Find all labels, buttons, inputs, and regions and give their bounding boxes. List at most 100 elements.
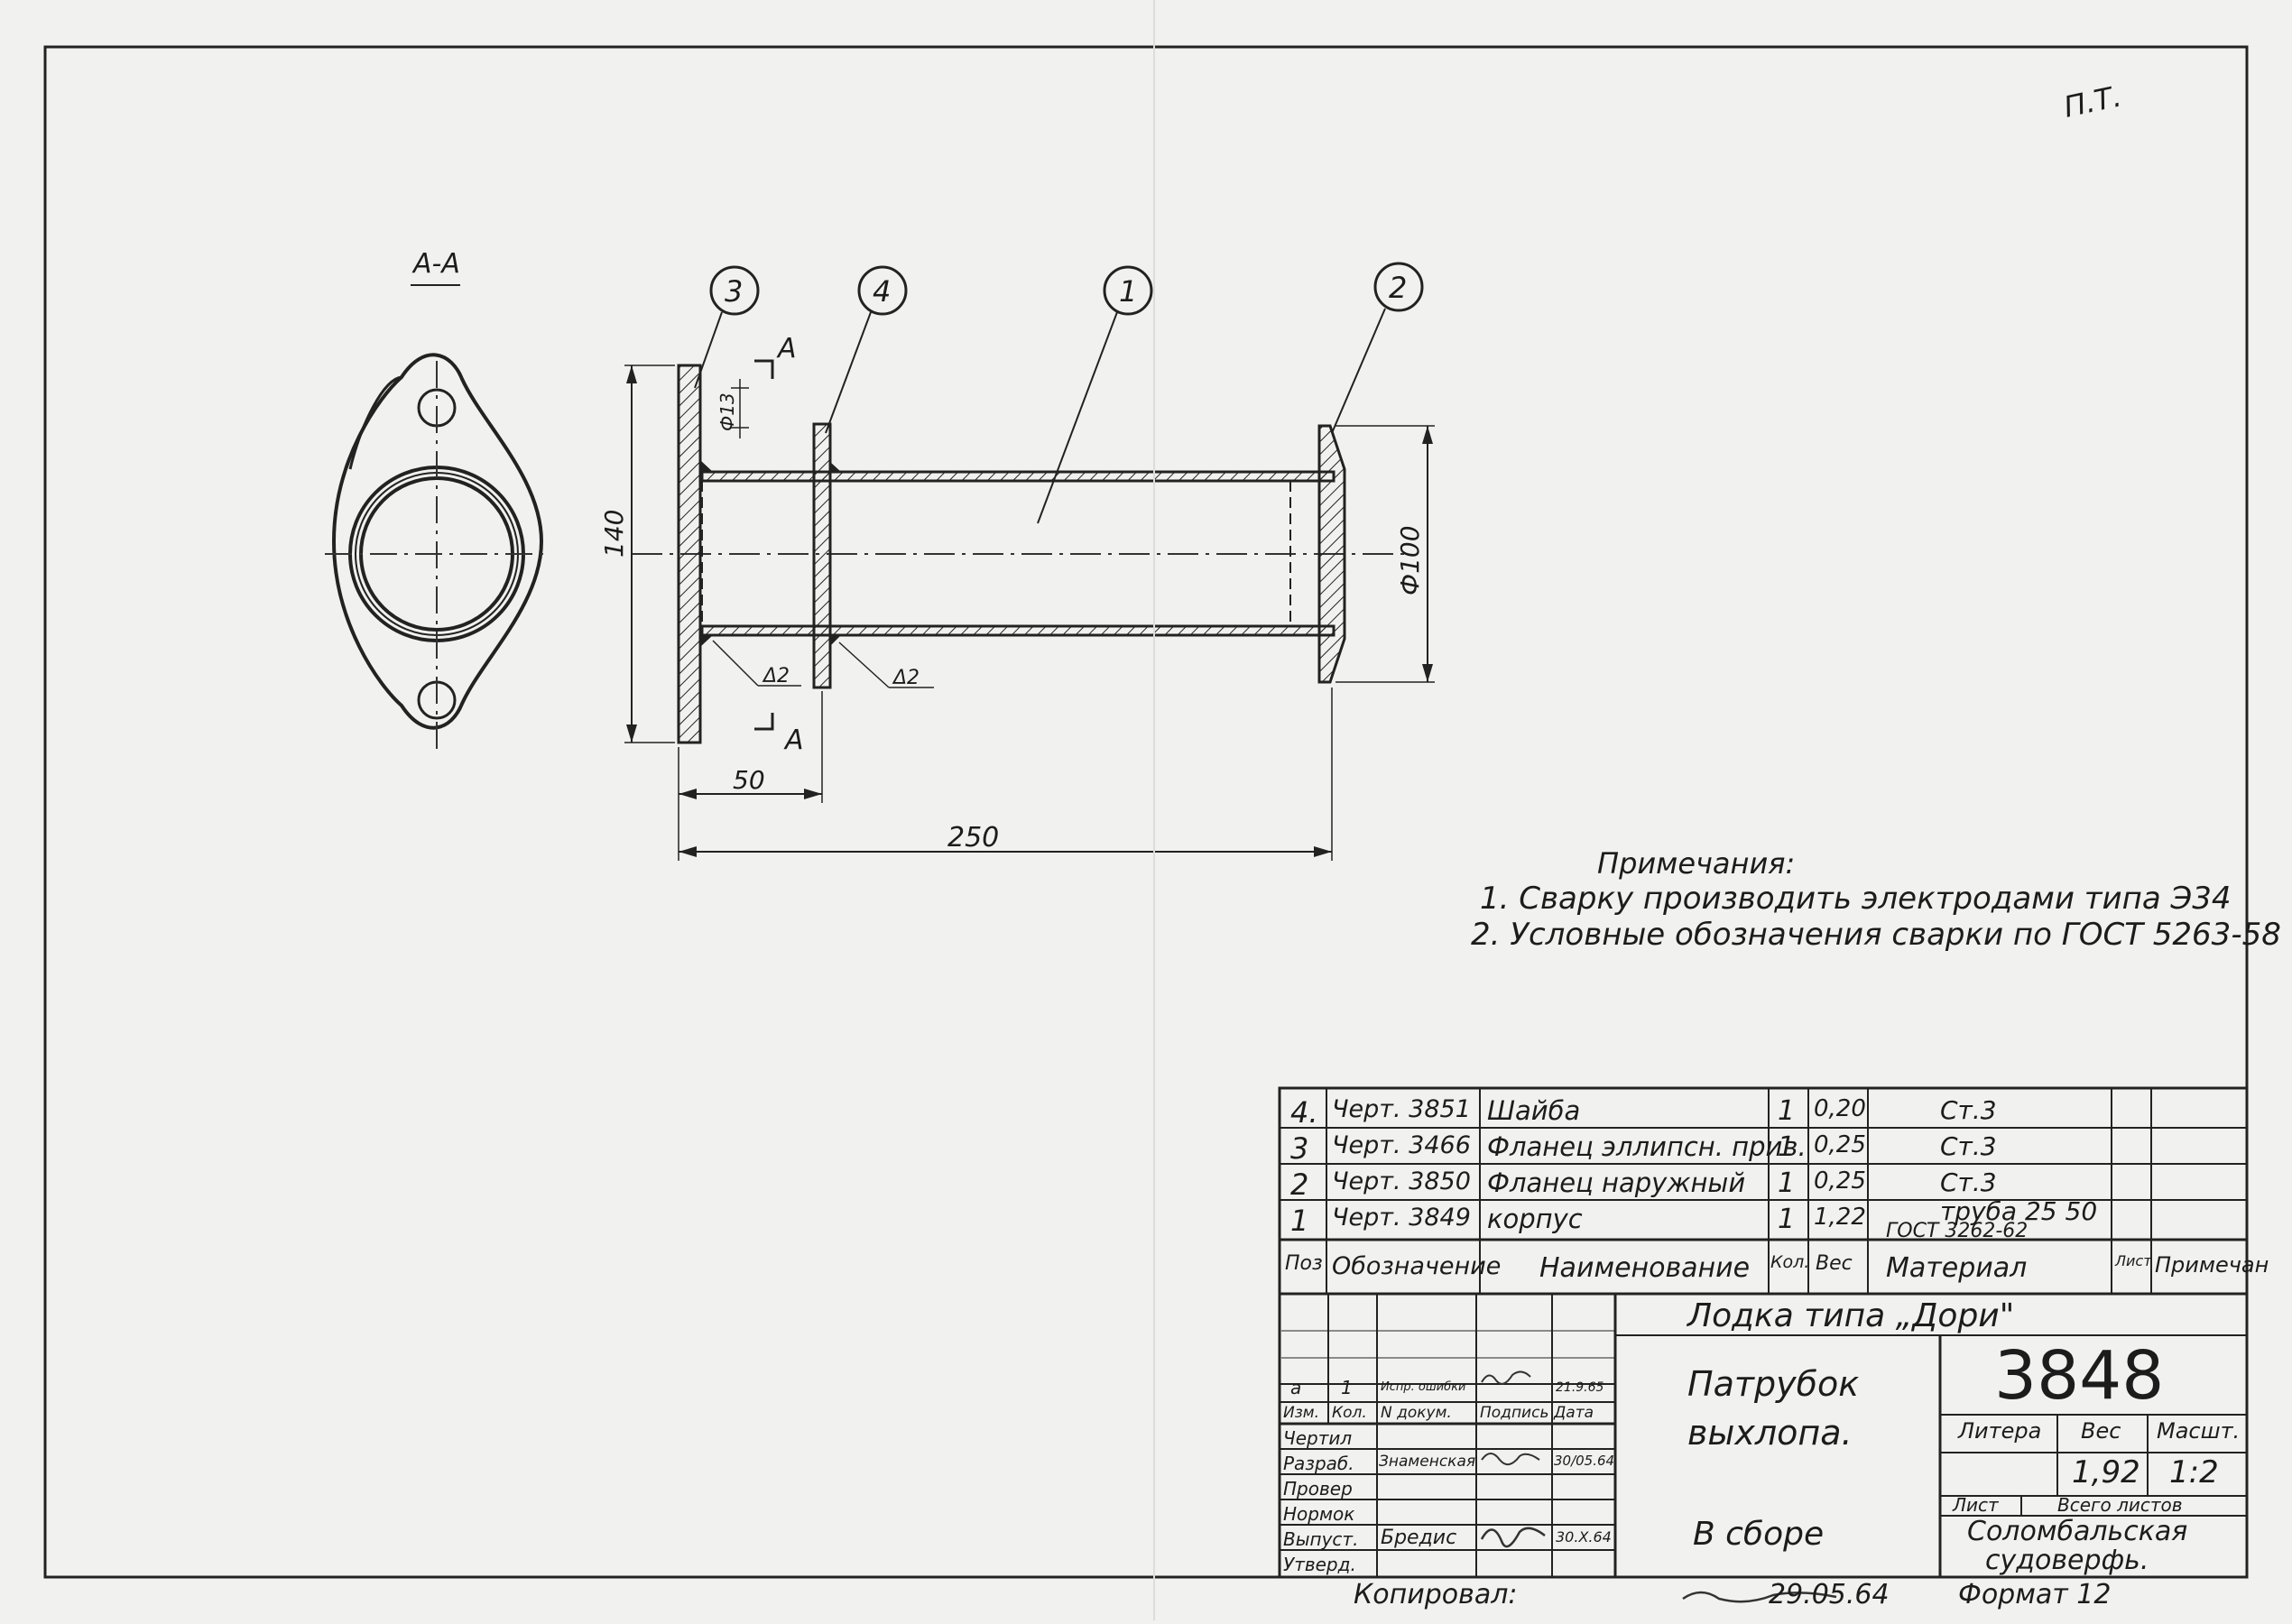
sheet-frame	[43, 45, 2249, 1579]
bom-cell-material: Ст.3	[1940, 1095, 1997, 1125]
bom-cell-name: корпус	[1487, 1204, 1583, 1234]
flange-3	[677, 364, 702, 744]
org-line-1: Соломбальская	[1967, 1516, 2188, 1547]
bom-cell-ref: Черт. 3850	[1332, 1167, 1471, 1195]
total-sheets-label: Всего листов	[2057, 1494, 2183, 1516]
section-mark-top: А	[776, 333, 797, 364]
rev-header-cell: Кол.	[1332, 1404, 1367, 1422]
weight-label: Вес	[2081, 1418, 2121, 1444]
bom-header-cell: Материал	[1886, 1252, 2028, 1284]
bom-header-cell: Примечан	[2155, 1252, 2269, 1278]
callout-4	[857, 265, 908, 316]
weld-symbol-1: Δ2	[762, 665, 790, 687]
bom-header-cell: Наименование	[1539, 1252, 1751, 1284]
rev-header-cell: N докум.	[1381, 1404, 1452, 1422]
format-label: Формат 12	[1958, 1579, 2112, 1610]
rev-date: 21.9.65	[1556, 1380, 1604, 1395]
drawing-number: 3848	[1994, 1337, 2165, 1415]
side-view: А А 3 4 1 2 140 Ф13 Ф100	[599, 262, 1435, 861]
issuer-name: Бредис	[1381, 1527, 1457, 1549]
bom-header-cell: Обозначение	[1332, 1252, 1502, 1280]
flange-2	[1317, 424, 1346, 684]
role-label: Чертил	[1283, 1427, 1353, 1449]
notes-heading: Примечания:	[1597, 846, 1796, 881]
dim-250: 250	[947, 822, 999, 854]
assembly-label: В сборе	[1693, 1516, 1825, 1553]
org-line-2: судоверфь.	[1985, 1545, 2149, 1576]
rev-header-cell: Подпись	[1480, 1404, 1549, 1422]
callout-3	[709, 265, 760, 316]
bom-cell-qty: 1	[1778, 1131, 1796, 1163]
callout-2	[1373, 262, 1424, 312]
callout-4-label: 4	[873, 274, 891, 309]
developer-date: 30/05.64	[1554, 1453, 1615, 1469]
washer-4	[812, 422, 832, 689]
fold-line	[1153, 0, 1155, 1620]
dim-140: 140	[599, 510, 629, 558]
copied-label: Копировал:	[1354, 1579, 1518, 1610]
role-label: Нормок	[1283, 1503, 1355, 1525]
bom-header-cell: Лист	[2115, 1252, 2152, 1269]
role-label: Провер	[1283, 1478, 1353, 1499]
bom-cell-weight: 1,22	[1814, 1204, 1866, 1231]
section-label: А-А	[411, 248, 460, 280]
project-title: Лодка типа „Дори"	[1687, 1297, 2015, 1334]
part-name-line-2: выхлопа.	[1687, 1413, 1853, 1453]
role-label: Разраб.	[1283, 1453, 1354, 1474]
bom-header-cell: Кол.	[1770, 1252, 1810, 1272]
callout-1-label: 1	[1119, 274, 1137, 309]
bom-cell-qty: 1	[1778, 1095, 1796, 1127]
bom-cell-pos: 2	[1290, 1167, 1309, 1202]
bom-cell-name: Шайба	[1487, 1095, 1581, 1126]
dim-50: 50	[733, 765, 765, 795]
part-name-line-1: Патрубок	[1687, 1364, 1860, 1404]
developer-name: Знаменская	[1379, 1453, 1476, 1471]
bom-cell-weight: 0,25	[1814, 1131, 1866, 1158]
bom-cell-ref: Черт. 3466	[1332, 1131, 1471, 1159]
dim-hole: Ф13	[716, 392, 738, 431]
callout-3-label: 3	[725, 274, 743, 309]
rev-header-cell: Дата	[1554, 1404, 1594, 1422]
total-weight: 1,92	[2072, 1454, 2140, 1490]
role-label: Утверд.	[1283, 1554, 1356, 1575]
rev-qty: 1	[1341, 1377, 1353, 1398]
note-1: 1. Сварку производить электродами типа Э…	[1480, 881, 2232, 917]
bom-cell-qty: 1	[1778, 1167, 1796, 1199]
callout-2-label: 2	[1389, 271, 1407, 305]
scale-value: 1:2	[2169, 1454, 2219, 1490]
section-view: А-А	[325, 248, 550, 749]
bom-cell-ref: Черт. 3851	[1332, 1095, 1471, 1123]
bom-cell-weight: 0,25	[1814, 1167, 1866, 1195]
copied-date: 29.05.64	[1769, 1579, 1890, 1610]
scale-label: Масшт.	[2157, 1418, 2241, 1444]
rev-doc: Испр. ошибки	[1381, 1380, 1466, 1394]
weld-symbol-2: Δ2	[892, 667, 920, 689]
bom-cell-name: Фланец эллипсн. прив.	[1487, 1131, 1807, 1162]
bom-header-cell: Поз	[1285, 1252, 1323, 1275]
bom-cell-pos: 3	[1290, 1131, 1309, 1166]
bom-cell-material-standard: ГОСТ 3262-62	[1886, 1220, 2029, 1242]
bom-cell-material: Ст.3	[1940, 1167, 1997, 1197]
bom-cell-pos: 1	[1290, 1204, 1309, 1238]
elliptic-flange-outline	[331, 353, 544, 730]
sheet-label: Лист	[1953, 1494, 1999, 1516]
bom-cell-pos: 4.	[1290, 1095, 1318, 1130]
bom-cell-qty: 1	[1778, 1204, 1796, 1235]
role-label: Выпуст.	[1283, 1528, 1359, 1550]
rev-letter: а	[1290, 1377, 1302, 1398]
bom-cell-name: Фланец наружный	[1487, 1167, 1746, 1198]
rev-header-cell: Изм.	[1283, 1404, 1319, 1422]
bom-cell-material: Ст.3	[1940, 1131, 1997, 1161]
note-2: 2. Условные обозначения сварки по ГОСТ 5…	[1471, 917, 2281, 953]
issuer-date: 30.X.64	[1556, 1528, 1612, 1546]
bom-cell-ref: Черт. 3849	[1332, 1204, 1471, 1232]
litera-label: Литера	[1958, 1418, 2042, 1444]
title-block	[1278, 1292, 2249, 1579]
section-mark-bottom: А	[783, 724, 804, 756]
bom-cell-material: труба 25 50	[1940, 1196, 2098, 1226]
bom-cell-weight: 0,20	[1814, 1095, 1866, 1122]
bom-header-cell: Вес	[1816, 1252, 1853, 1275]
